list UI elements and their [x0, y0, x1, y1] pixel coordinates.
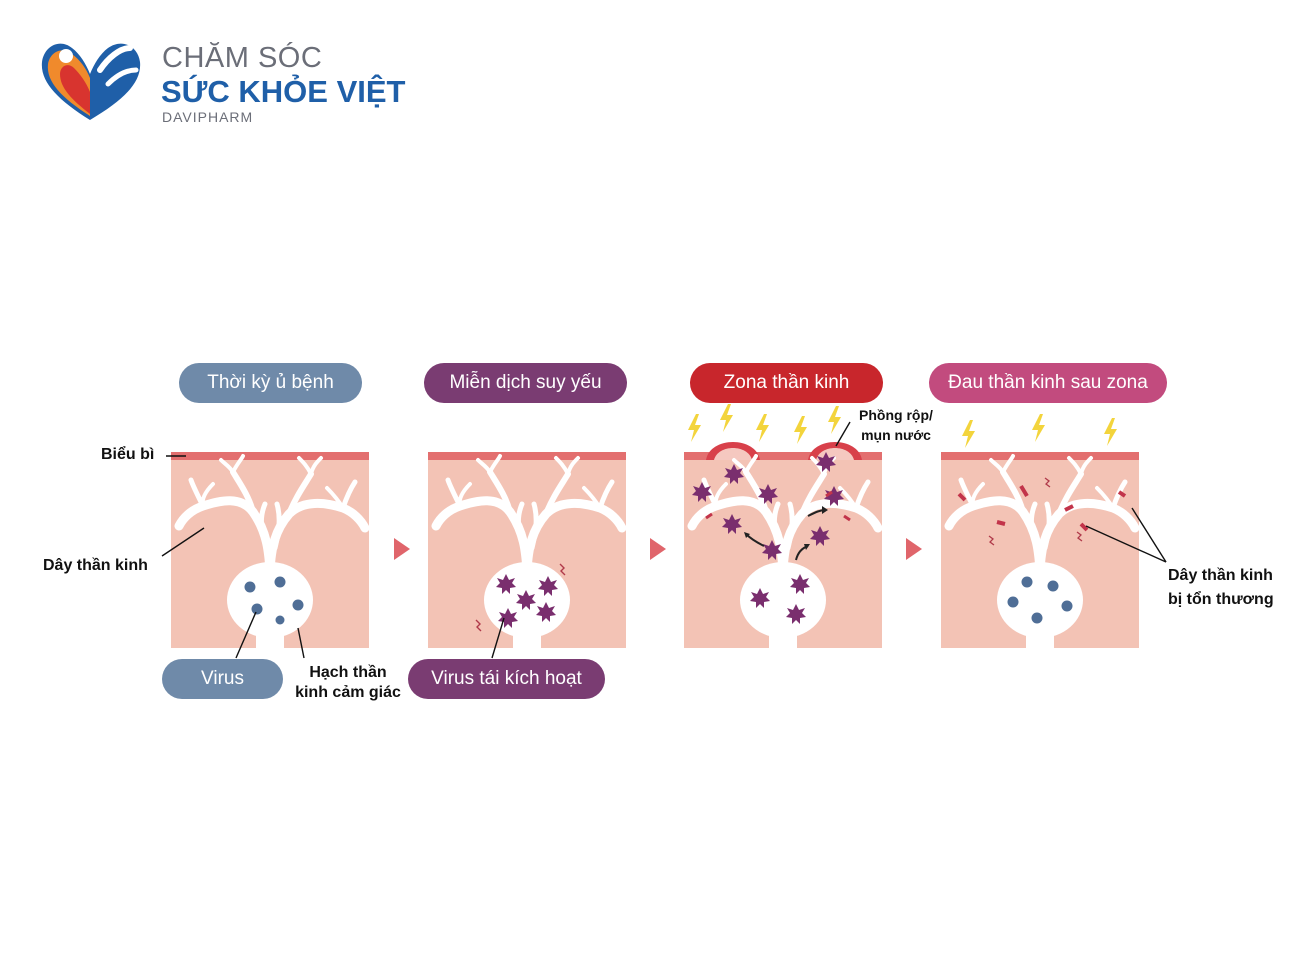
- arrow-icon: [394, 538, 410, 560]
- label-damaged-nerve: Dây thần kinh bị tổn thương: [1168, 564, 1274, 612]
- arrow-icon: [650, 538, 666, 560]
- label-blister: Phồng rộp/ mụn nước: [853, 405, 939, 445]
- virus-dot: [244, 581, 256, 593]
- virus-dot: [1007, 596, 1019, 608]
- virus-dot: [292, 599, 304, 611]
- brand-line1: CHĂM SÓC: [162, 42, 323, 74]
- label-epidermis: Biểu bì: [101, 446, 155, 463]
- virus-dot: [1061, 600, 1073, 612]
- virus-callout: Virus: [162, 659, 283, 699]
- virus-dot: [1021, 576, 1033, 588]
- stage-pill-incubation: Thời kỳ ủ bệnh: [179, 363, 362, 403]
- stage-pill-shingles: Zona thần kinh: [690, 363, 883, 403]
- panel-shingles: [684, 442, 882, 648]
- label-ganglion-line1: Hạch thần: [309, 664, 387, 681]
- label-blister-line2: mụn nước: [861, 427, 931, 443]
- panel-incubation: [171, 452, 369, 648]
- virus-dot: [1047, 580, 1059, 592]
- stage-pill-postherpetic: Đau thần kinh sau zona: [929, 363, 1167, 403]
- heart-hands-logo-icon: [41, 43, 141, 120]
- virus-dot: [275, 615, 285, 625]
- label-damaged-line2: bị tổn thương: [1168, 591, 1274, 608]
- stage-pill-weakened-immunity: Miễn dịch suy yếu: [424, 363, 627, 403]
- brand-line3: DAVIPHARM: [162, 109, 254, 125]
- label-blister-line1: Phồng rộp/: [859, 407, 933, 423]
- virus-dot: [1031, 612, 1043, 624]
- label-ganglion: Hạch thần kinh cảm giác: [291, 663, 405, 703]
- label-ganglion-line2: kinh cảm giác: [295, 684, 401, 701]
- virus-dot: [251, 603, 263, 615]
- virus-dot: [274, 576, 286, 588]
- virus-reactivated-callout: Virus tái kích hoạt: [408, 659, 605, 699]
- brand-line2: SỨC KHỎE VIỆT: [161, 74, 406, 109]
- panel-postherpetic: [941, 452, 1139, 648]
- label-damaged-line1: Dây thần kinh: [1168, 567, 1273, 584]
- label-nerve: Dây thần kinh: [43, 557, 148, 574]
- panel-weakened-immunity: [428, 452, 626, 648]
- arrow-icon: [906, 538, 922, 560]
